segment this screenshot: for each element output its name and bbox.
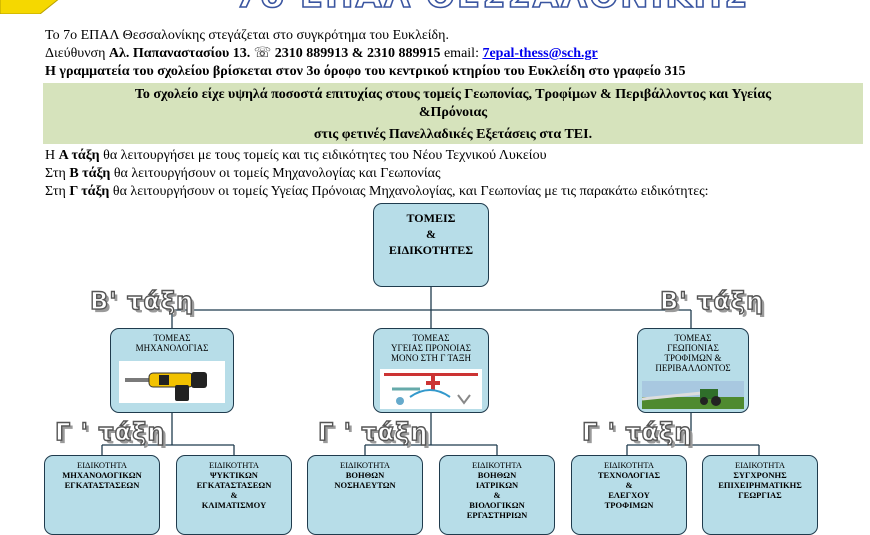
medical-icon (380, 369, 482, 409)
address-value: Αλ. Παπαναστασίου 13. (108, 46, 251, 61)
class-c-line: Στη Γ τάξη θα λειτουργήσουν οι τομείς Υγ… (45, 184, 709, 199)
address-line: Διεύθυνση Αλ. Παπαναστασίου 13. ☏ 2310 8… (45, 45, 598, 62)
sector-agriculture: ΤΟΜΕΑΣ ΓΕΩΠΟΝΙΑΣ ΤΡΟΦΙΜΩΝ & ΠΕΡΙΒΑΛΛΟΝΤΟ… (637, 328, 749, 413)
specialty-nursing-assistants: ΕΙΔΙΚΟΤΗΤΑ ΒΟΗΘΩΝ ΝΟΣΗΛΕΥΤΩΝ (307, 455, 423, 535)
specialty-lab-assistants: ΕΙΔΙΚΟΤΗΤΑ ΒΟΗΘΩΝ ΙΑΤΡΙΚΩΝ & ΒΙΟΛΟΓΙΚΩΝ … (439, 455, 555, 535)
specialty-refrigeration: ΕΙΔΙΚΟΤΗΤΑ ΨΥΚΤΙΚΩΝ ΕΓΚΑΤΑΣΤΑΣΕΩΝ & ΚΛΙΜ… (176, 455, 292, 535)
class-b-label: Β τάξη (69, 166, 111, 181)
class-a-label: Α τάξη (58, 148, 100, 163)
b-class-label-right: Β' τάξη (659, 286, 765, 315)
success-highlight (43, 83, 863, 144)
specialty-modern-agriculture: ΕΙΔΙΚΟΤΗΤΑ ΣΥΓΧΡΟΝΗΣ ΕΠΙΧΕΙΡΗΜΑΤΙΚΗΣ ΓΕΩ… (702, 455, 818, 535)
sector-mechanical: ΤΟΜΕΑΣ ΜΗΧΑΝΟΛΟΓΙΑΣ (110, 328, 234, 413)
c-class-label-1: Γ ' τάξη (54, 417, 166, 446)
highlight-line-2: &Πρόνοιας (418, 105, 488, 120)
class-b-line: Στη Β τάξη θα λειτουργήσουν οι τομείς Μη… (45, 166, 441, 181)
class-c-label: Γ τάξη (69, 184, 110, 199)
address-label: Διεύθυνση (45, 46, 109, 61)
specialty-food-technology: ΕΙΔΙΚΟΤΗΤΑ ΤΕΧΝΟΛΟΓΙΑΣ & ΕΛΕΓΧΟΥ ΤΡΟΦΙΜΩ… (571, 455, 687, 535)
highlight-line-3: στις φετινές Πανελλαδικές Εξετάσεις στα … (313, 127, 593, 142)
specialty-mechanical-installations: ΕΙΔΙΚΟΤΗΤΑ ΜΗΧΑΝΟΛΟΓΙΚΩΝ ΕΓΚΑΤΑΣΤΑΣΕΩΝ (44, 455, 160, 535)
c-class-label-3: Γ ' τάξη (581, 417, 693, 446)
tractor-icon (642, 381, 744, 409)
phone-numbers: 2310 889913 & 2310 889915 (274, 46, 441, 61)
org-chart-root: ΤΟΜΕΙΣ & ΕΙΔΙΚΟΤΗΤΕΣ (373, 203, 489, 287)
phone-icon: ☏ (253, 46, 272, 61)
sector-health-welfare: ΤΟΜΕΑΣ ΥΓΕΙΑΣ ΠΡΟΝΟΙΑΣ ΜΟΝΟ ΣΤΗ Γ ΤΑΞΗ (373, 328, 489, 413)
class-a-line: Η Α τάξη θα λειτουργήσει με τους τομείς … (45, 148, 547, 163)
school-title-banner: 7ο ΕΠΑΛ ΘΕΣΣΑΛΟΝΙΚΗΣ (0, 0, 749, 14)
c-class-label-2: Γ ' τάξη (317, 417, 429, 446)
secretariat-note: Η γραμματεία του σχολείου βρίσκεται στον… (45, 64, 686, 79)
drill-icon (119, 361, 225, 403)
b-class-label-left: Β' τάξη (89, 286, 195, 315)
school-title: 7ο ΕΠΑΛ ΘΕΣΣΑΛΟΝΙΚΗΣ (235, 0, 749, 14)
email-link[interactable]: 7epal-thess@sch.gr (482, 46, 598, 61)
email-label: email: (440, 46, 483, 61)
intro-line: Το 7ο ΕΠΑΛ Θεσσαλονίκης στεγάζεται στο σ… (45, 28, 449, 43)
highlight-line-1: Το σχολείο είχε υψηλά ποσοστά επιτυχίας … (134, 87, 772, 102)
